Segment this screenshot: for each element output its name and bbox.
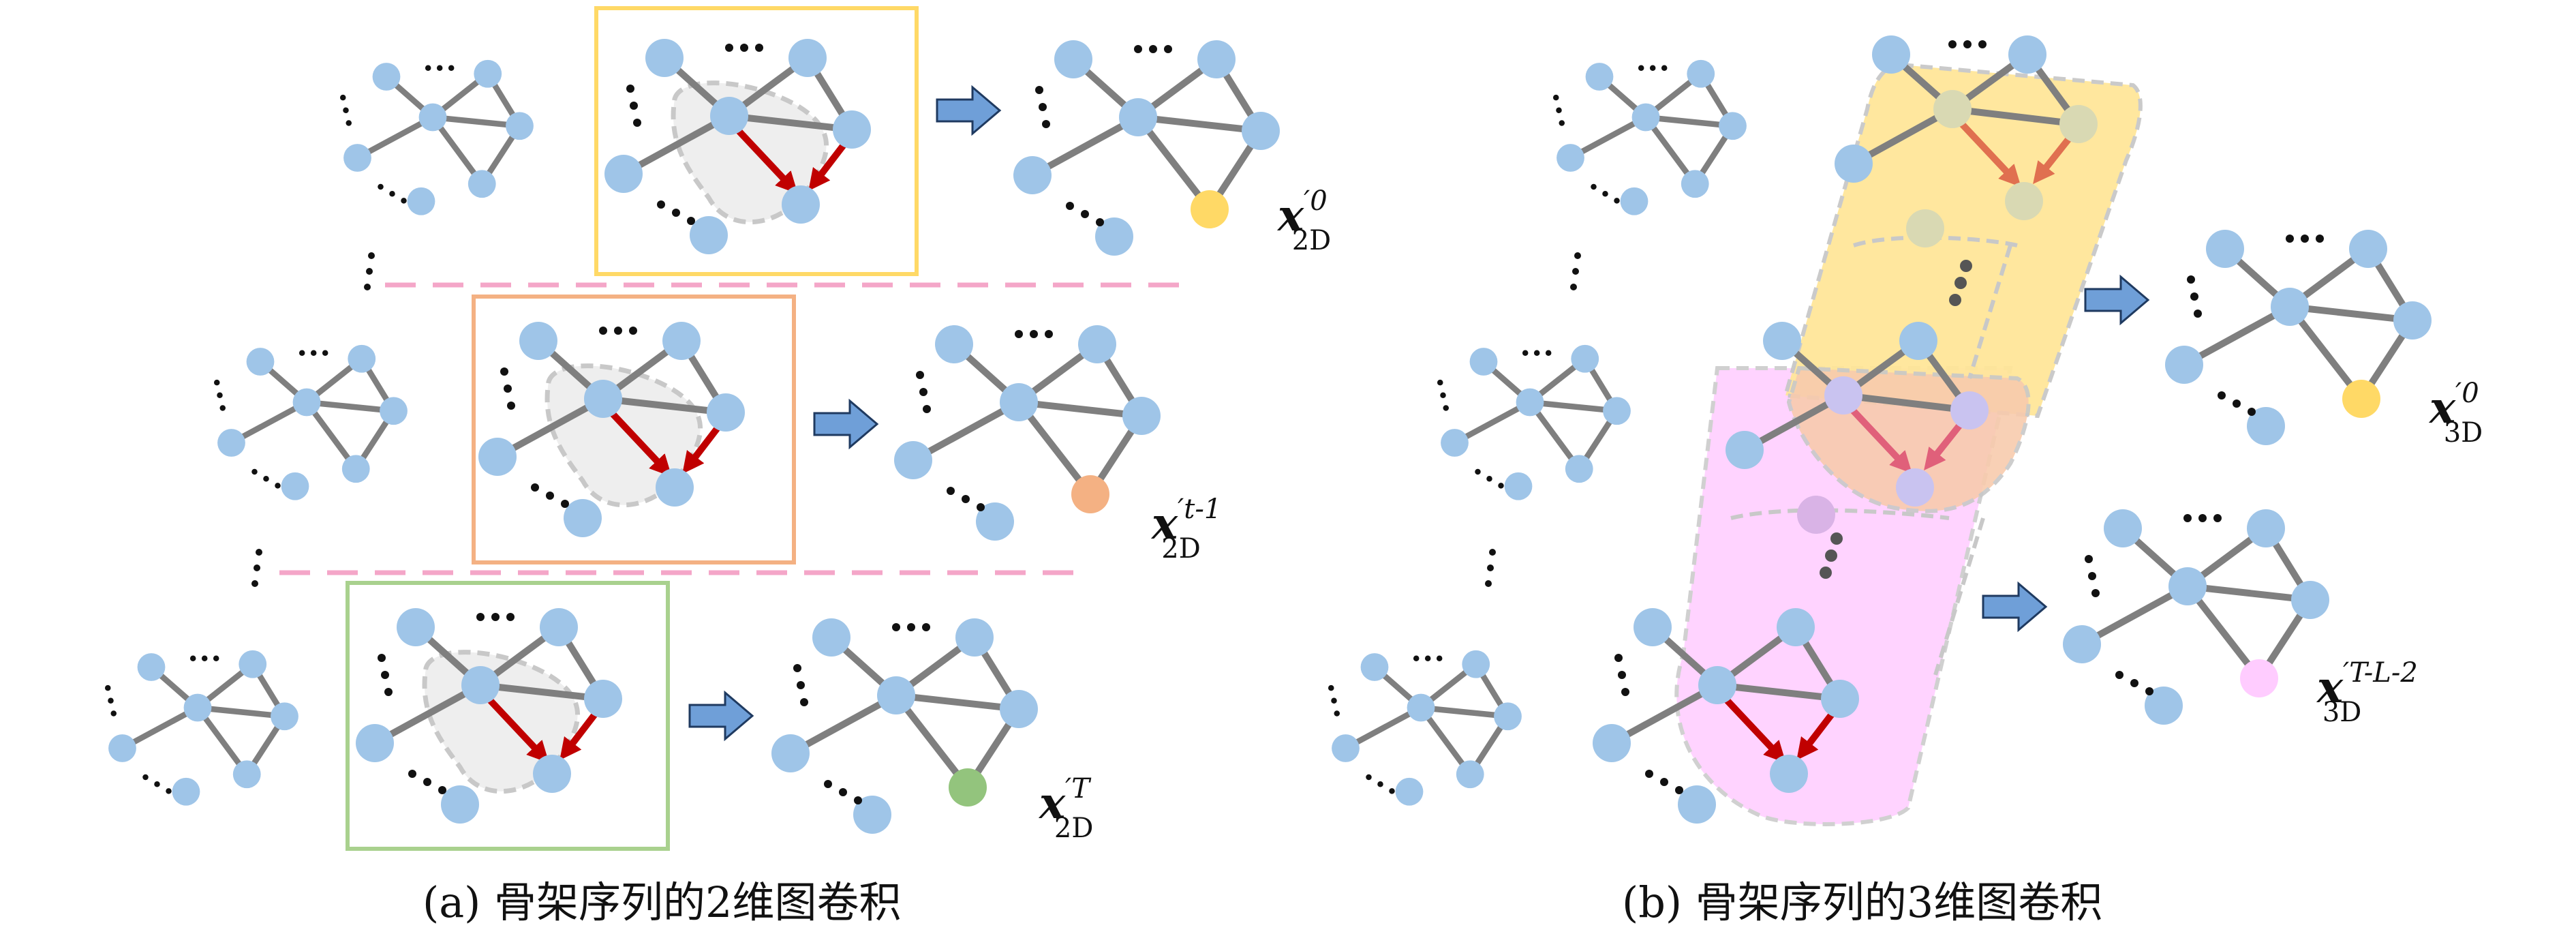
- frame-a-r3: [346, 581, 670, 851]
- block-arrow-a-r3: [688, 691, 754, 740]
- caption-a: (a) 骨架序列的2维图卷积: [423, 877, 902, 927]
- skeleton-b-output-bottom: [2063, 509, 2329, 725]
- block-arrow-b-2: [1982, 582, 2047, 631]
- block-arrow-b-1: [2084, 275, 2149, 325]
- temporal-volume: [1593, 35, 2143, 826]
- skeleton-a-r1-input: [340, 59, 534, 215]
- skeleton-b-volume-bottom: [1593, 608, 1859, 824]
- output-node-pink-3d: [2240, 659, 2278, 697]
- skeleton-a-r3-input: [105, 650, 298, 806]
- skeleton-b-r2-input: [1437, 344, 1631, 500]
- frame-a-r2: [472, 295, 796, 564]
- skeleton-a-r2-input: [214, 344, 408, 500]
- skeleton-graph: [340, 59, 534, 215]
- vertical-dots-a-2: [251, 549, 262, 587]
- skeleton-a-r3-output: [771, 618, 1038, 834]
- skeleton-a-r1-output: [1013, 40, 1280, 256]
- output-node-orange: [1071, 475, 1109, 513]
- caption-b: (b) 骨架序列的3维图卷积: [1622, 877, 2102, 927]
- vertical-dots-volume-1: [1949, 260, 1972, 306]
- output-node-yellow-3d: [2342, 380, 2380, 418]
- block-arrow-a-r1: [936, 86, 1001, 135]
- vertical-dots-b-1: [1570, 252, 1581, 290]
- vertical-dots-volume-2: [1820, 532, 1843, 579]
- skeleton-a-r2-conv: [478, 322, 745, 537]
- output-node-yellow: [1191, 190, 1229, 228]
- frame-a-r1: [594, 6, 919, 276]
- skeleton-b-r3-input: [1328, 650, 1522, 806]
- output-node-green: [949, 768, 987, 807]
- vertical-dots-b-2: [1485, 549, 1496, 587]
- skeleton-a-r3-conv: [356, 608, 622, 824]
- skeleton-a-r2-output: [894, 325, 1161, 541]
- skeleton-b-r1-input: [1553, 59, 1747, 215]
- skeleton-b-output-top: [2165, 230, 2432, 445]
- skeleton-a-r1-conv: [604, 39, 871, 254]
- block-arrow-a-r2: [813, 400, 878, 449]
- vertical-dots-a-1: [364, 252, 375, 290]
- panel-b: x′03D x′T-L-23D (b) 骨架序列的3维图卷积: [1328, 35, 2483, 927]
- skeleton-b-volume-top: [1835, 35, 2098, 247]
- skeleton-b-volume-mid: [1726, 322, 1989, 534]
